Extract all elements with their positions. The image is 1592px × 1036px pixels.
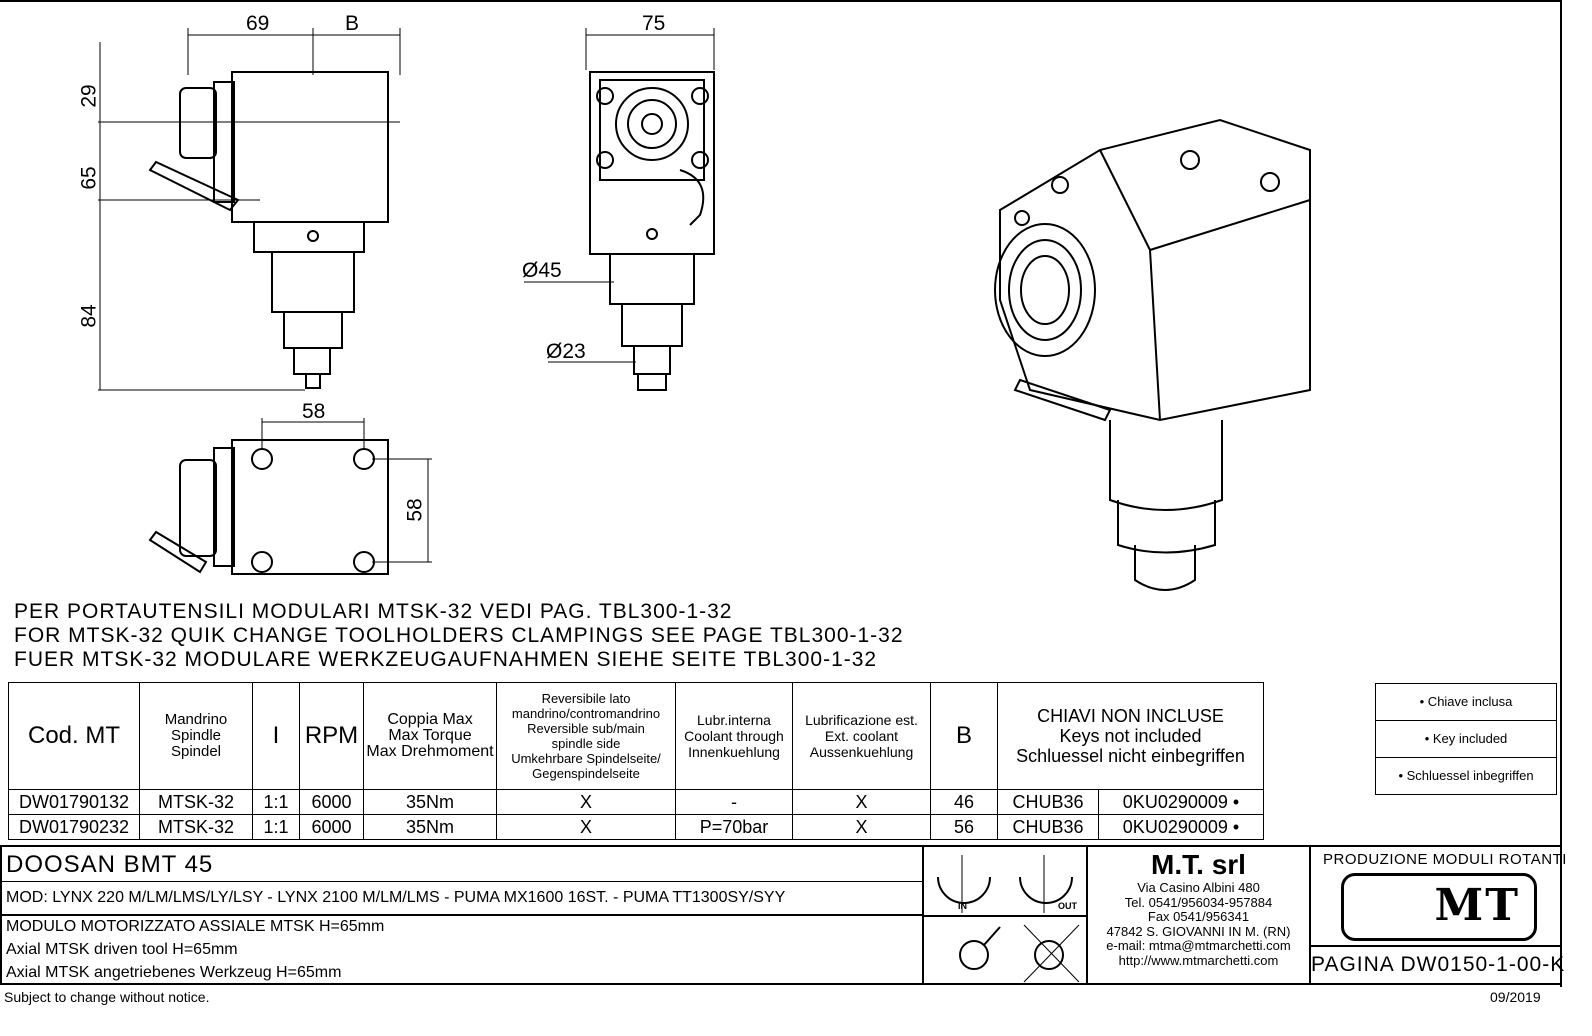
disclaimer: Subject to change without notice. [4, 989, 210, 1005]
cell-key1: CHUB36 [997, 814, 1099, 840]
rotation-icons-block: IN OUT [922, 845, 1088, 985]
note-de: FUER MTSK-32 MODULARE WERKZEUGAUFNAHMEN … [14, 648, 878, 671]
cell-key2: 0KU0290009 • [1098, 814, 1264, 840]
cell-code: DW01790232 [8, 814, 140, 840]
logo-text: MT [1434, 880, 1520, 931]
wrench-icon [959, 940, 989, 970]
cell-torque: 35Nm [363, 814, 497, 840]
machine-name: DOOSAN BMT 45 [6, 851, 214, 878]
isometric-view-drawing [994, 118, 1311, 591]
front-view-drawing [524, 28, 715, 391]
cell-spindle: MTSK-32 [139, 814, 253, 840]
cell-ext-coolant: X [792, 814, 931, 840]
in-label: IN [958, 901, 967, 911]
header-cod: Cod. MT [8, 682, 140, 790]
address-web: http://www.mtmarchetti.com [1118, 952, 1279, 968]
cell-reversible: X [496, 814, 676, 840]
dim-side-h2: 65 [77, 166, 101, 190]
header-rpm: RPM [299, 682, 364, 790]
dim-front-width: 75 [642, 12, 666, 35]
description-de: Axial MTSK angetriebenes Werkzeug H=65mm [6, 964, 342, 981]
header-torque: Coppia Max Max Torque Max Drehmoment [363, 682, 497, 790]
legend-en: • Key included [1376, 721, 1556, 758]
cell-code: DW01790132 [8, 789, 140, 815]
cell-torque: 35Nm [363, 789, 497, 815]
rotation-in-icon [937, 876, 991, 904]
company-block: M.T. srl Via Casino Albini 480 Tel. 0541… [1086, 845, 1311, 985]
production-label: PRODUZIONE MODULI ROTANTI [1323, 851, 1567, 868]
spec-table: Cod. MT Mandrino Spindle Spindel I RPM C… [8, 682, 1264, 840]
note-en: FOR MTSK-32 QUIK CHANGE TOOLHOLDERS CLAM… [14, 624, 904, 647]
cell-ratio: 1:1 [252, 814, 300, 840]
dim-side-b: B [345, 12, 360, 35]
wrench-crossed-icon [1034, 940, 1064, 970]
dim-side-h1: 29 [77, 84, 101, 108]
cell-rpm: 6000 [299, 789, 364, 815]
cell-ext-coolant: X [792, 789, 931, 815]
company-name: M.T. srl [1151, 849, 1246, 880]
page-border [0, 0, 1562, 987]
cell-b: 56 [930, 814, 998, 840]
header-coolant-through: Lubr.interna Coolant through Innenkuehlu… [675, 682, 793, 790]
table-row: DW01790232 MTSK-32 1:1 6000 35Nm X P=70b… [8, 814, 1264, 840]
key-legend: • Chiave inclusa • Key included • Schlue… [1375, 683, 1557, 795]
dim-top-height: 58 [403, 498, 427, 522]
dim-top-width: 58 [302, 400, 326, 423]
page-number: PAGINA DW0150-1-00-K [1311, 953, 1566, 976]
address-street: Via Casino Albini 480 [1137, 880, 1260, 895]
table-row: DW01790132 MTSK-32 1:1 6000 35Nm X - X 4… [8, 789, 1264, 815]
header-keys: CHIAVI NON INCLUSE Keys not included Sch… [997, 682, 1264, 790]
company-address: Via Casino Albini 480 Tel. 0541/956034-9… [1088, 880, 1309, 968]
side-view-drawing [98, 28, 401, 391]
header-reversible: Reversibile lato mandrino/contromandrino… [496, 682, 676, 790]
header-ext-coolant: Lubrificazione est. Ext. coolant Aussenk… [792, 682, 931, 790]
cell-coolant-through: P=70bar [675, 814, 793, 840]
address-city: 47842 S. GIOVANNI IN M. (RN) [1106, 923, 1291, 939]
description-it: MODULO MOTORIZZATO ASSIALE MTSK H=65mm [6, 918, 385, 935]
top-view-drawing [148, 418, 432, 575]
header-spindle: Mandrino Spindle Spindel [139, 682, 253, 790]
cell-b: 46 [930, 789, 998, 815]
dim-side-h3: 84 [77, 304, 101, 328]
out-label: OUT [1058, 901, 1077, 911]
dim-front-d2: Ø23 [546, 340, 586, 363]
cell-spindle: MTSK-32 [139, 789, 253, 815]
revision-date: 09/2019 [1490, 989, 1541, 1005]
header-b: B [930, 682, 998, 790]
legend-it: • Chiave inclusa [1376, 684, 1556, 721]
address-email: e-mail: mtma@mtmarchetti.com [1106, 938, 1291, 953]
legend-de: • Schluessel inbegriffen [1398, 768, 1534, 783]
address-fax: Fax 0541/956341 [1147, 909, 1250, 924]
dim-side-width: 69 [246, 12, 270, 35]
header-ratio: I [252, 682, 300, 790]
cell-rpm: 6000 [299, 814, 364, 840]
title-block-left: DOOSAN BMT 45 MOD: LYNX 220 M/LM/LMS/LY/… [0, 845, 924, 985]
note-it: PER PORTAUTENSILI MODULARI MTSK-32 VEDI … [14, 600, 733, 623]
dim-front-d1: Ø45 [522, 259, 562, 282]
cell-key1: CHUB36 [997, 789, 1099, 815]
address-tel: Tel. 0541/956034-957884 [1124, 894, 1273, 910]
table-header-row: Cod. MT Mandrino Spindle Spindel I RPM C… [8, 682, 1264, 790]
compatible-models: MOD: LYNX 220 M/LM/LMS/LY/LSY - LYNX 210… [6, 889, 786, 906]
cell-key2: 0KU0290009 • [1098, 789, 1264, 815]
cell-coolant-through: - [675, 789, 793, 815]
description-en: Axial MTSK driven tool H=65mm [6, 941, 238, 958]
production-block: PRODUZIONE MODULI ROTANTI MT PAGINA DW01… [1309, 845, 1566, 985]
rotation-out-icon [1019, 876, 1073, 904]
cell-ratio: 1:1 [252, 789, 300, 815]
mt-logo: MT [1341, 873, 1537, 941]
cell-reversible: X [496, 789, 676, 815]
